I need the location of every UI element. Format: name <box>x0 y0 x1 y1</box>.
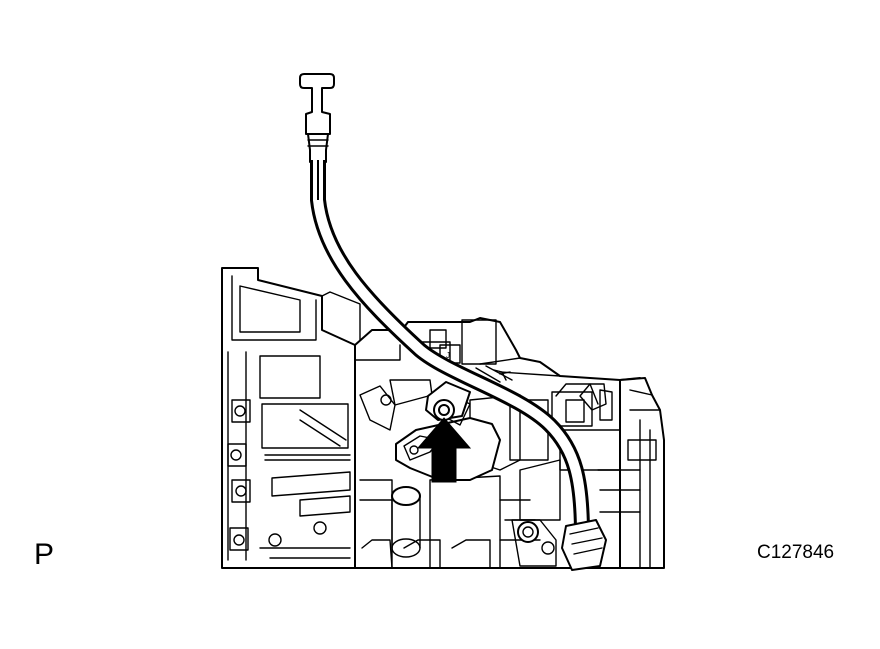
figure-code: C127846 <box>757 542 835 563</box>
right-housing <box>597 377 665 569</box>
tube-bracket <box>425 365 513 421</box>
transmission-case <box>221 267 361 569</box>
arrow-up-icon <box>416 417 472 483</box>
svg-text:J: J <box>446 351 450 360</box>
corner-letter: P <box>34 538 55 571</box>
oil-guide-tube <box>310 160 590 536</box>
tube-fitting <box>511 383 607 571</box>
dipstick-handle <box>299 73 335 163</box>
